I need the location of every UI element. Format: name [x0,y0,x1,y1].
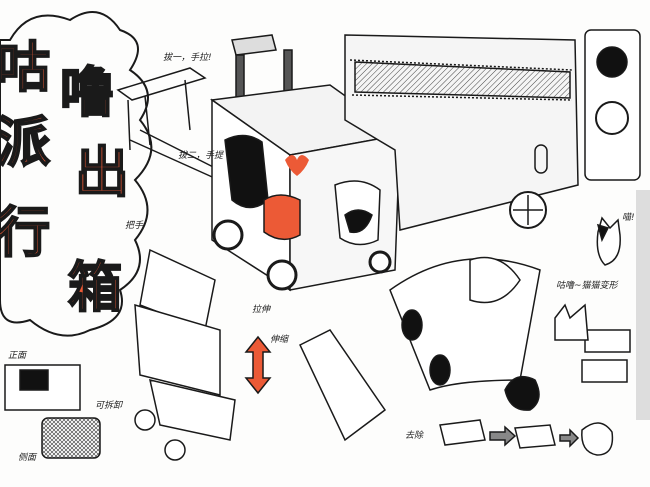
suitcase-back [344,29,641,231]
title-char-6: 箱 [67,255,123,319]
cat-tunnel [389,256,541,411]
handle-sketch [116,67,236,186]
title-char-3: 派 [0,110,51,174]
title-char-1: 咕 [0,35,51,99]
note-retract: 伸缩 [270,335,289,345]
note-detach: 可拆卸 [95,401,123,411]
title-char-2: 噜 [59,60,115,124]
note-meow: 喵! [622,213,635,223]
note-transform: 咕噜~猫猫变形 [556,281,618,291]
ramp [299,329,387,442]
double-arrow [244,335,272,395]
note-front: 正面 [8,351,27,361]
title-char-4: 出 [74,140,130,204]
note-side: 侧面 [18,453,37,463]
title-char-5: 行 [0,200,51,264]
note-pull: 拔一，手拉! [163,53,212,63]
note-stretch: 拉伸 [252,305,271,315]
note-remove: 去除 [405,431,424,441]
suitcase-stack [134,248,236,461]
side-speaker [41,417,101,459]
title-cloud [0,11,153,337]
note-carry: 拔二，手提 [178,151,224,161]
note-handle: 把手 [125,221,144,231]
cat-drawing [596,216,621,266]
